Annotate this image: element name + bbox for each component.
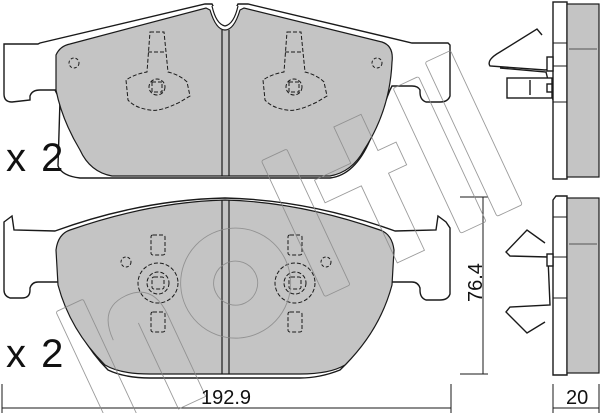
top-pad-mount-right [262, 31, 328, 111]
top-pad-locating-hole-left [68, 57, 80, 69]
bottom-side-view [505, 195, 600, 376]
watermark-logo [56, 50, 523, 413]
top-pad-front-view [3, 3, 451, 179]
bottom-pad-front-view [3, 197, 451, 379]
top-pad-center-notch [211, 5, 239, 27]
thickness-dimension-label: 20 [566, 387, 589, 409]
bottom-pad-locating-hole-right [320, 256, 332, 268]
bottom-side-spring [505, 229, 554, 334]
top-pad-quantity-label: x 2 [6, 136, 66, 180]
bottom-side-friction-block [566, 197, 600, 374]
top-pad-friction-material [55, 7, 393, 177]
bottom-side-backing-plate [552, 195, 568, 376]
top-pad-locating-hole-right [371, 57, 383, 69]
bottom-pad-mount-left [137, 234, 179, 333]
width-dimension-label: 192.9 [201, 387, 252, 409]
bottom-pad-locating-hole-left [120, 256, 132, 268]
top-side-clip [488, 28, 554, 101]
bottom-pad-friction-material [55, 199, 395, 375]
top-side-friction-block [566, 3, 600, 178]
top-pad-mount-left [125, 31, 191, 111]
height-dimension-label: 76.4 [465, 263, 487, 302]
top-side-backing-plate [552, 1, 568, 180]
dimension-lines [1, 196, 600, 413]
bottom-pad-mount-right [274, 234, 316, 333]
bottom-pad-quantity-label: x 2 [6, 332, 66, 376]
top-side-view [488, 1, 600, 180]
